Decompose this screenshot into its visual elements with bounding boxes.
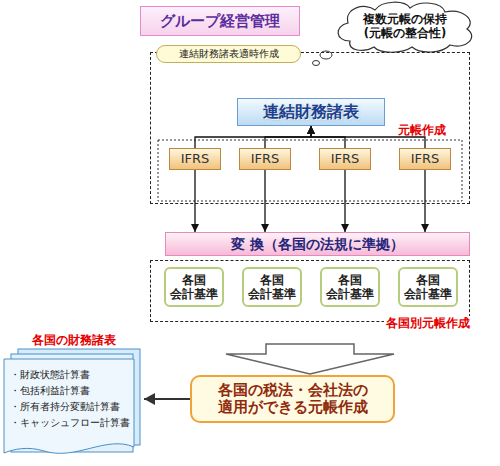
- ifrs-box: IFRS: [169, 148, 221, 170]
- consolidated-box: 連結財務諸表: [237, 98, 385, 126]
- node-text: ・財政状態計算書: [10, 369, 90, 381]
- connector: [226, 344, 394, 374]
- connector: [191, 170, 199, 232]
- arrow-head: [307, 126, 315, 134]
- management-box: グループ経営管理: [140, 6, 300, 36]
- standard-box: 各国 会計基準: [398, 267, 458, 307]
- node-text: 各国の税法・会社法の 適用ができる元帳作成: [200, 382, 385, 417]
- node-text: 連結財務諸表適時作成: [179, 48, 279, 60]
- connector: [307, 126, 345, 148]
- conversion-band: 変 換（各国の法規に準拠）: [165, 232, 470, 256]
- node-text: IFRS: [411, 151, 440, 167]
- node-text: IFRS: [251, 151, 280, 167]
- node-text: 変 換（各国の法規に準拠）: [231, 236, 404, 253]
- connector-line: [265, 126, 311, 148]
- ifrs-box: IFRS: [239, 148, 291, 170]
- connector-line: [194, 170, 195, 232]
- node-text: 各国別元帳作成: [384, 316, 472, 330]
- connector: [265, 126, 315, 148]
- arrow-head: [144, 393, 155, 405]
- node-text: 複数元帳の保持 (元帳の整合性): [348, 13, 462, 41]
- standard-box: 各国 会計基準: [320, 267, 380, 307]
- arrow-head: [261, 224, 269, 232]
- node-text: 各国 会計基準: [170, 273, 218, 302]
- connector: [307, 126, 425, 148]
- ledger-box: 各国の税法・会社法の 適用ができる元帳作成: [190, 375, 395, 423]
- arrow-head: [341, 224, 349, 232]
- ifrs-box: IFRS: [399, 148, 451, 170]
- cloud-callout: 複数元帳の保持 (元帳の整合性): [330, 0, 480, 54]
- connector-line: [311, 126, 345, 148]
- arrow-head: [307, 126, 315, 134]
- node-text: IFRS: [331, 151, 360, 167]
- node-text: ・所有者持分変動計算書: [10, 401, 120, 413]
- thought-bubble: [313, 61, 320, 66]
- arrow-head: [307, 126, 315, 134]
- node-text: 各国 会計基準: [248, 273, 296, 302]
- node-text: 各国 会計基準: [404, 273, 452, 302]
- node-text: グループ経営管理: [160, 12, 280, 30]
- group-frame: 元帳作成連結財務諸表適時作成連結財務諸表IFRSIFRSIFRSIFRS: [150, 52, 470, 204]
- node-text: 各国 会計基準: [326, 273, 374, 302]
- standard-box: 各国 会計基準: [242, 267, 302, 307]
- connector: [421, 170, 429, 232]
- connector: [261, 170, 269, 232]
- connector-line: [144, 398, 190, 400]
- arrow-head: [307, 126, 315, 134]
- node-text: IFRS: [181, 151, 210, 167]
- connector-line: [424, 170, 425, 232]
- connector: [341, 170, 349, 232]
- page-front: [4, 359, 134, 453]
- ifrs-box: IFRS: [319, 148, 371, 170]
- node-text: ・包括利益計算書: [10, 385, 90, 397]
- arrow-head: [191, 224, 199, 232]
- arrow-head: [421, 224, 429, 232]
- group-frame: 各国別元帳作成各国 会計基準各国 会計基準各国 会計基準各国 会計基準: [150, 260, 470, 322]
- node-text: 各国の財務諸表: [32, 333, 116, 347]
- connector: [195, 126, 315, 148]
- standard-box: 各国 会計基準: [164, 267, 224, 307]
- connector-line: [344, 170, 345, 232]
- block-arrow: [226, 344, 394, 374]
- document-stack: 各国の財務諸表・財政状態計算書・包括利益計算書・所有者持分変動計算書・キャッシュ…: [2, 333, 144, 459]
- node-text: 元帳作成: [396, 123, 448, 137]
- cloud-outline: [338, 2, 472, 52]
- connector-line: [264, 170, 265, 232]
- connector-line: [195, 126, 311, 148]
- node-text: 連結財務諸表: [263, 102, 359, 121]
- inner-frame: [158, 140, 462, 201]
- node-text: ・キャッシュフロー計算書: [10, 417, 130, 429]
- connector: [144, 393, 190, 405]
- connector-line: [311, 126, 425, 148]
- pill-label: 連結財務諸表適時作成: [156, 45, 301, 63]
